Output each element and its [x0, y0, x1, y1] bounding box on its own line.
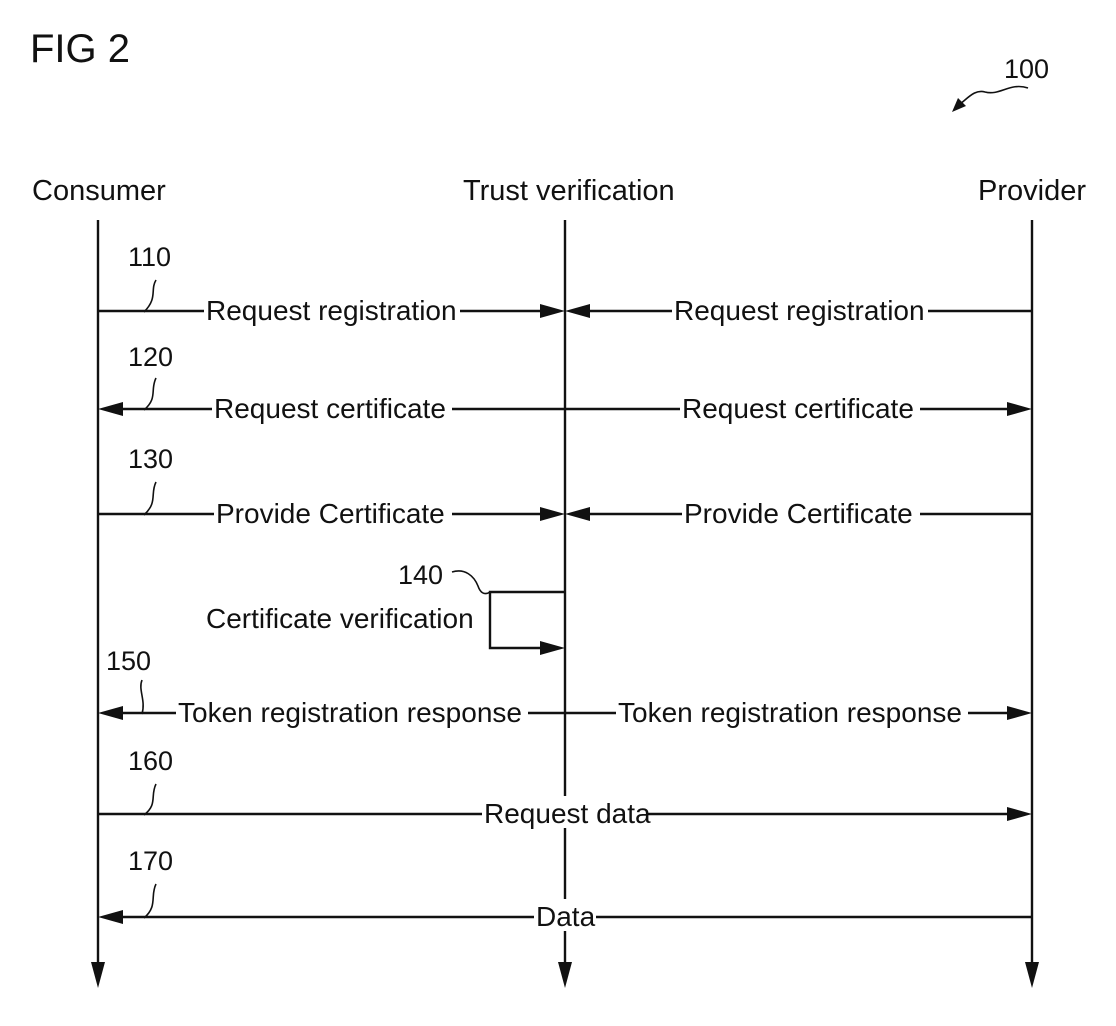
step-160-ref: 160: [128, 746, 173, 776]
step-110-left-label: Request registration: [206, 295, 457, 326]
step-120-left-label: Request certificate: [214, 393, 446, 424]
step-140-arrowhead: [540, 641, 565, 655]
step-110-ref: 110: [128, 242, 171, 272]
step-150-left-label: Token registration response: [178, 697, 522, 728]
step-140-ref: 140: [398, 560, 443, 590]
step-150-right-arrowhead: [1007, 706, 1032, 720]
step-150-leader: [141, 680, 143, 714]
step-110-leader: [144, 280, 156, 312]
step-120-left-arrowhead: [98, 402, 123, 416]
step-110-right-arrowhead: [565, 304, 590, 318]
step-130-right-arrowhead: [565, 507, 590, 521]
step-140-leader: [452, 571, 490, 594]
step-170-leader: [144, 884, 156, 918]
actor-trust-verification: Trust verification: [463, 175, 675, 207]
step-170-ref: 170: [128, 846, 173, 876]
step-170-label: Data: [536, 901, 596, 932]
trust-lifeline-arrowhead: [558, 962, 572, 988]
step-120-ref: 120: [128, 342, 173, 372]
step-130-right-label: Provide Certificate: [684, 498, 913, 529]
step-160-arrowhead: [1007, 807, 1032, 821]
step-110-left-arrowhead: [540, 304, 565, 318]
consumer-lifeline-arrowhead: [91, 962, 105, 988]
step-130-ref: 130: [128, 444, 173, 474]
step-130-left-arrowhead: [540, 507, 565, 521]
step-120-leader: [144, 378, 156, 410]
step-130-left-label: Provide Certificate: [216, 498, 445, 529]
figure-ref-leader: [960, 86, 1028, 104]
step-130-leader: [144, 482, 156, 515]
step-110-right-label: Request registration: [674, 295, 925, 326]
step-140-label: Certificate verification: [206, 603, 474, 634]
step-120-right-arrowhead: [1007, 402, 1032, 416]
step-120-right-label: Request certificate: [682, 393, 914, 424]
step-170-arrowhead: [98, 910, 123, 924]
step-160-label: Request data: [484, 798, 651, 829]
step-150-left-arrowhead: [98, 706, 123, 720]
step-150-ref: 150: [106, 646, 151, 676]
actor-provider: Provider: [978, 175, 1086, 207]
figure-title: FIG 2: [30, 27, 130, 71]
step-140-self-loop: [490, 592, 565, 648]
provider-lifeline-arrowhead: [1025, 962, 1039, 988]
step-160-leader: [144, 784, 156, 815]
figure-ref-label: 100: [1004, 54, 1049, 84]
actor-consumer: Consumer: [32, 175, 166, 207]
step-150-right-label: Token registration response: [618, 697, 962, 728]
